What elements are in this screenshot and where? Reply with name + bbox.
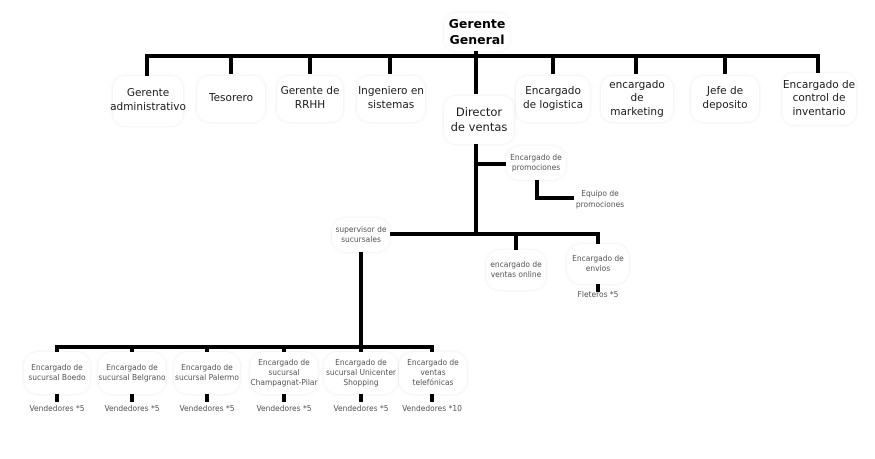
node-label: Encargado de promociones: [510, 153, 562, 172]
node-label: Director de ventas: [450, 105, 508, 134]
node-supervisor-sucursales: supervisor de sucursales: [332, 218, 390, 252]
node-label: Encargado de sucursal Palermo: [175, 363, 239, 382]
label-vendedores-palermo: Vendedores *5: [172, 404, 242, 415]
node-label: Encargado de envios: [572, 254, 624, 273]
node-label: encargado de marketing: [609, 78, 665, 118]
node-label: Vendedores *10: [402, 404, 462, 413]
node-encargado-marketing: encargado de marketing: [601, 76, 673, 122]
node-label: Encargado de sucursal Champagnat-Pilar: [250, 358, 318, 387]
node-label: encargado de ventas online: [490, 260, 542, 279]
node-gerente-administrativo: Gerente administrativo: [110, 76, 186, 126]
node-encargado-control-inventario: Encargado de control de inventario: [782, 73, 856, 125]
node-label: Jefe de deposito: [702, 85, 748, 111]
node-sucursal-unicenter: Encargado de sucursal Unicenter Shopping: [324, 352, 398, 394]
node-sucursal-belgrano: Encargado de sucursal Belgrano: [98, 352, 166, 394]
node-label: Vendedores *5: [104, 404, 160, 413]
node-ingeniero-sistemas: Ingeniero en sistemas: [357, 76, 425, 122]
node-encargado-ventas-online: encargado de ventas online: [486, 250, 546, 290]
node-director-ventas: Director de ventas: [444, 96, 514, 144]
node-label: Fleteros *5: [577, 290, 619, 299]
node-label: Encargado de control de inventario: [782, 78, 856, 118]
node-label: Vendedores *5: [256, 404, 312, 413]
node-label: Tesorero: [208, 92, 254, 105]
node-jefe-deposito: Jefe de deposito: [691, 76, 759, 122]
label-equipo-promociones: Equipo de promociones: [572, 189, 628, 210]
node-label: Equipo de promociones: [575, 189, 625, 209]
node-label: Encargado de sucursal Boedo: [28, 363, 86, 382]
node-ventas-telefonicas: Encargado de ventas telefónicas: [399, 352, 467, 394]
node-sucursal-palermo: Encargado de sucursal Palermo: [174, 352, 240, 394]
node-label: Gerente General: [448, 15, 506, 47]
node-label: Encargado de logistica: [522, 85, 584, 111]
node-label: Gerente de RRHH: [280, 85, 340, 111]
node-label: Encargado de ventas telefónicas: [407, 358, 459, 387]
label-fleteros: Fleteros *5: [570, 290, 626, 301]
node-sucursal-champagnat-pilar: Encargado de sucursal Champagnat-Pilar: [250, 352, 318, 394]
label-vendedores-unicenter: Vendedores *5: [326, 404, 396, 415]
label-vendedores-telefonicas: Vendedores *10: [394, 404, 470, 415]
node-label: Encargado de sucursal Unicenter Shopping: [325, 358, 397, 387]
node-gerente-rrhh: Gerente de RRHH: [277, 76, 343, 122]
node-label: Ingeniero en sistemas: [358, 85, 424, 111]
label-vendedores-belgrano: Vendedores *5: [97, 404, 167, 415]
node-sucursal-boedo: Encargado de sucursal Boedo: [24, 352, 90, 394]
node-encargado-logistica: Encargado de logistica: [516, 76, 590, 122]
node-encargado-envios: Encargado de envios: [567, 244, 629, 284]
node-label: Vendedores *5: [179, 404, 235, 413]
node-label: Vendedores *5: [29, 404, 85, 413]
node-label: supervisor de sucursales: [335, 225, 387, 244]
label-vendedores-champagnat: Vendedores *5: [249, 404, 319, 415]
node-label: Vendedores *5: [333, 404, 389, 413]
node-tesorero: Tesorero: [197, 76, 265, 122]
node-label: Encargado de sucursal Belgrano: [98, 363, 166, 382]
node-gerente-general: Gerente General: [444, 13, 510, 51]
node-label: Gerente administrativo: [110, 87, 186, 113]
label-vendedores-boedo: Vendedores *5: [22, 404, 92, 415]
node-encargado-promociones: Encargado de promociones: [506, 146, 566, 180]
